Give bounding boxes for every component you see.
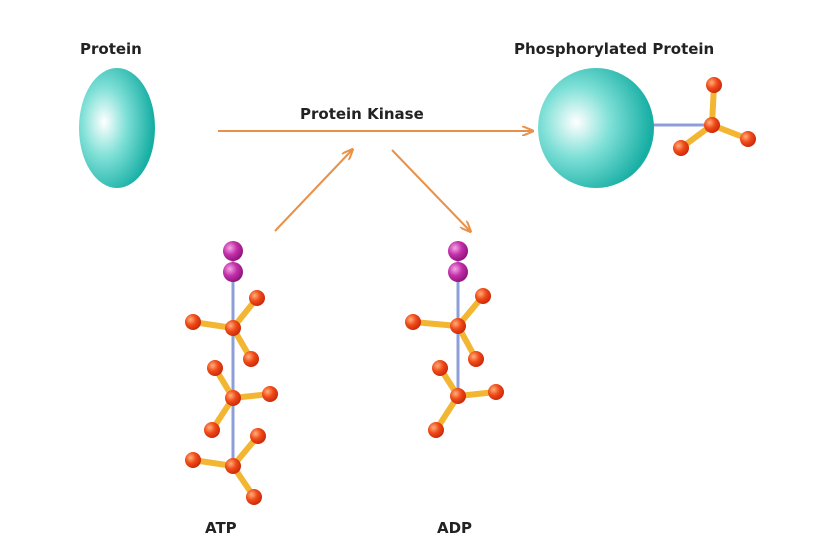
atp-phosphate-1 [185, 290, 265, 367]
atp-phosphate-2 [204, 360, 278, 438]
atp-molecule [185, 241, 278, 505]
atp-adenine-bottom [223, 262, 243, 282]
phosphorylated-protein-group [538, 68, 756, 188]
protein-kinase-label: Protein Kinase [300, 105, 424, 123]
atp-label: ATP [205, 519, 237, 537]
adp-output-arrow [391, 149, 470, 231]
attached-phosphate-group [673, 77, 756, 156]
adp-phosphate-2 [428, 360, 504, 438]
atp-phosphate-3 [185, 428, 266, 505]
protein-shape [79, 68, 155, 188]
phosphorylated-protein-label: Phosphorylated Protein [514, 40, 715, 58]
atp-input-arrow [274, 150, 352, 232]
protein-label: Protein [80, 40, 142, 58]
phosphorylated-protein-shape [538, 68, 654, 188]
adp-molecule [405, 241, 504, 438]
adp-adenine-top [448, 241, 468, 261]
adp-adenine-bottom [448, 262, 468, 282]
atp-adenine-top [223, 241, 243, 261]
adp-label: ADP [437, 519, 473, 537]
adp-phosphate-1 [405, 288, 491, 367]
